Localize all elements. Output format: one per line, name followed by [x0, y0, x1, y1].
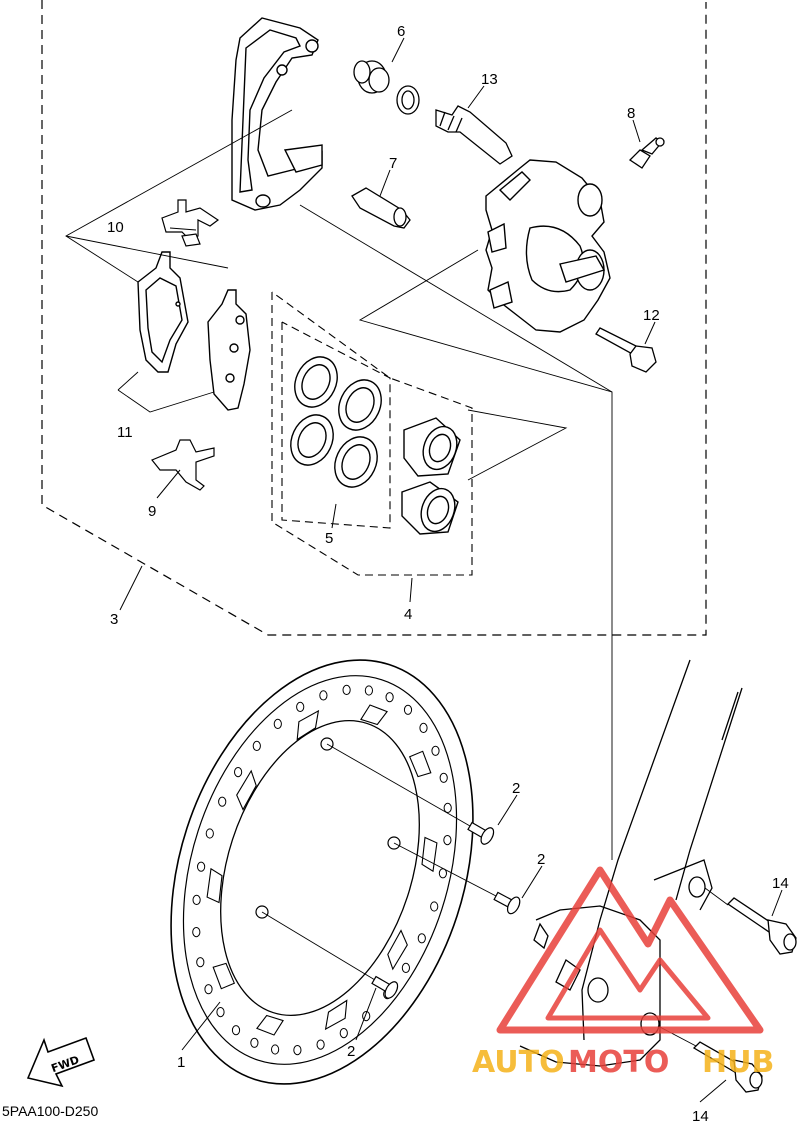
- callout-7: 7: [389, 155, 397, 172]
- disc-hole: [403, 704, 413, 715]
- callouts: 6 13 8 7 10 12 11 9 5 3 4 2 2 2 14 1 14: [107, 23, 789, 1123]
- axle-holder-bolts: [657, 887, 797, 1093]
- callout-13: 13: [481, 71, 498, 88]
- disc-hole: [192, 927, 201, 938]
- pad-spring-9: [151, 439, 215, 491]
- callout-1: 1: [177, 1054, 185, 1071]
- disc-slot: [360, 704, 388, 726]
- callout-5: 5: [325, 530, 333, 547]
- disc-slot: [387, 929, 408, 971]
- disc-hole: [431, 745, 440, 756]
- disc-hole: [417, 933, 426, 944]
- caliper-pin-short: [351, 187, 411, 229]
- disc-hole: [216, 1007, 225, 1018]
- disc-slot: [421, 836, 438, 873]
- disc-hole: [273, 718, 282, 730]
- disc-hole: [252, 740, 261, 752]
- disc-slot: [296, 709, 320, 741]
- caliper-bolt: [595, 327, 657, 373]
- caliper-body: [485, 159, 611, 333]
- callout-4: 4: [404, 606, 412, 623]
- disc-hole: [231, 1025, 241, 1036]
- callout-14-top: 14: [772, 875, 789, 892]
- callout-leaders: [119, 37, 783, 1103]
- watermark-logo: AUTO MOTO HUB: [472, 866, 774, 1080]
- caliper-pin-long: [435, 105, 513, 165]
- watermark-text-hub: HUB: [702, 1045, 774, 1080]
- callout-8: 8: [627, 105, 635, 122]
- callout-2-bottom: 2: [347, 1043, 355, 1060]
- callout-6: 6: [397, 23, 405, 40]
- brake-pad-left: [137, 251, 189, 373]
- brake-disc: [170, 659, 474, 1085]
- caliper-pin-boot: [353, 60, 420, 115]
- callout-2-top: 2: [512, 780, 520, 797]
- caliper-pistons: [401, 417, 461, 535]
- callout-12: 12: [643, 307, 660, 324]
- disc-slot: [206, 867, 223, 904]
- disc-slot: [256, 1014, 284, 1036]
- callout-2-middle: 2: [537, 851, 545, 868]
- disc-hole: [401, 962, 410, 974]
- disc-hole: [293, 1045, 302, 1056]
- disc-hole: [316, 1039, 325, 1050]
- disc-hole: [271, 1044, 280, 1055]
- disc-slot: [236, 769, 257, 811]
- callout-14-bottom: 14: [692, 1108, 709, 1123]
- disc-hole: [439, 772, 448, 783]
- watermark-text-moto: MOTO: [568, 1045, 669, 1080]
- reference-lines: [65, 109, 613, 860]
- callout-3: 3: [110, 611, 118, 628]
- disc-hole: [204, 984, 213, 995]
- disc-hole: [218, 796, 227, 807]
- disc-hole: [430, 901, 439, 912]
- disc-hole: [250, 1037, 259, 1048]
- callout-11: 11: [117, 424, 133, 441]
- disc-hole: [296, 701, 305, 713]
- brake-pad-right: [207, 289, 251, 411]
- disc-hole: [234, 767, 243, 778]
- disc-slot: [324, 999, 348, 1031]
- disc-hole: [197, 861, 206, 872]
- disc-hole: [443, 802, 452, 814]
- disc-hole: [319, 690, 328, 701]
- disc-hole: [196, 957, 205, 968]
- caliper-bracket: [231, 17, 323, 211]
- disc-hole: [339, 1028, 348, 1039]
- pad-spring-10: [161, 199, 220, 247]
- disc-slot: [408, 750, 432, 778]
- fwd-arrow: FWD: [26, 1036, 96, 1088]
- disc-hole: [385, 692, 394, 703]
- callout-10: 10: [107, 219, 124, 236]
- disc-hole: [364, 685, 373, 696]
- diagram-code: 5PAA100-D250: [2, 1103, 99, 1119]
- disc-hole: [419, 722, 428, 734]
- disc-slot: [212, 962, 236, 990]
- disc-hole: [192, 894, 201, 906]
- disc-hole: [342, 684, 351, 696]
- disc-hole: [205, 828, 214, 839]
- piston-seals: [290, 356, 382, 488]
- callout-9: 9: [148, 503, 156, 520]
- caliper-assembly-boundary: [41, 0, 707, 636]
- disc-bolts: [261, 743, 521, 999]
- bleed-screw: [628, 137, 665, 169]
- disc-hole: [443, 835, 452, 846]
- seal-kit-boundary: [271, 291, 473, 576]
- watermark-text-auto: AUTO: [472, 1045, 565, 1080]
